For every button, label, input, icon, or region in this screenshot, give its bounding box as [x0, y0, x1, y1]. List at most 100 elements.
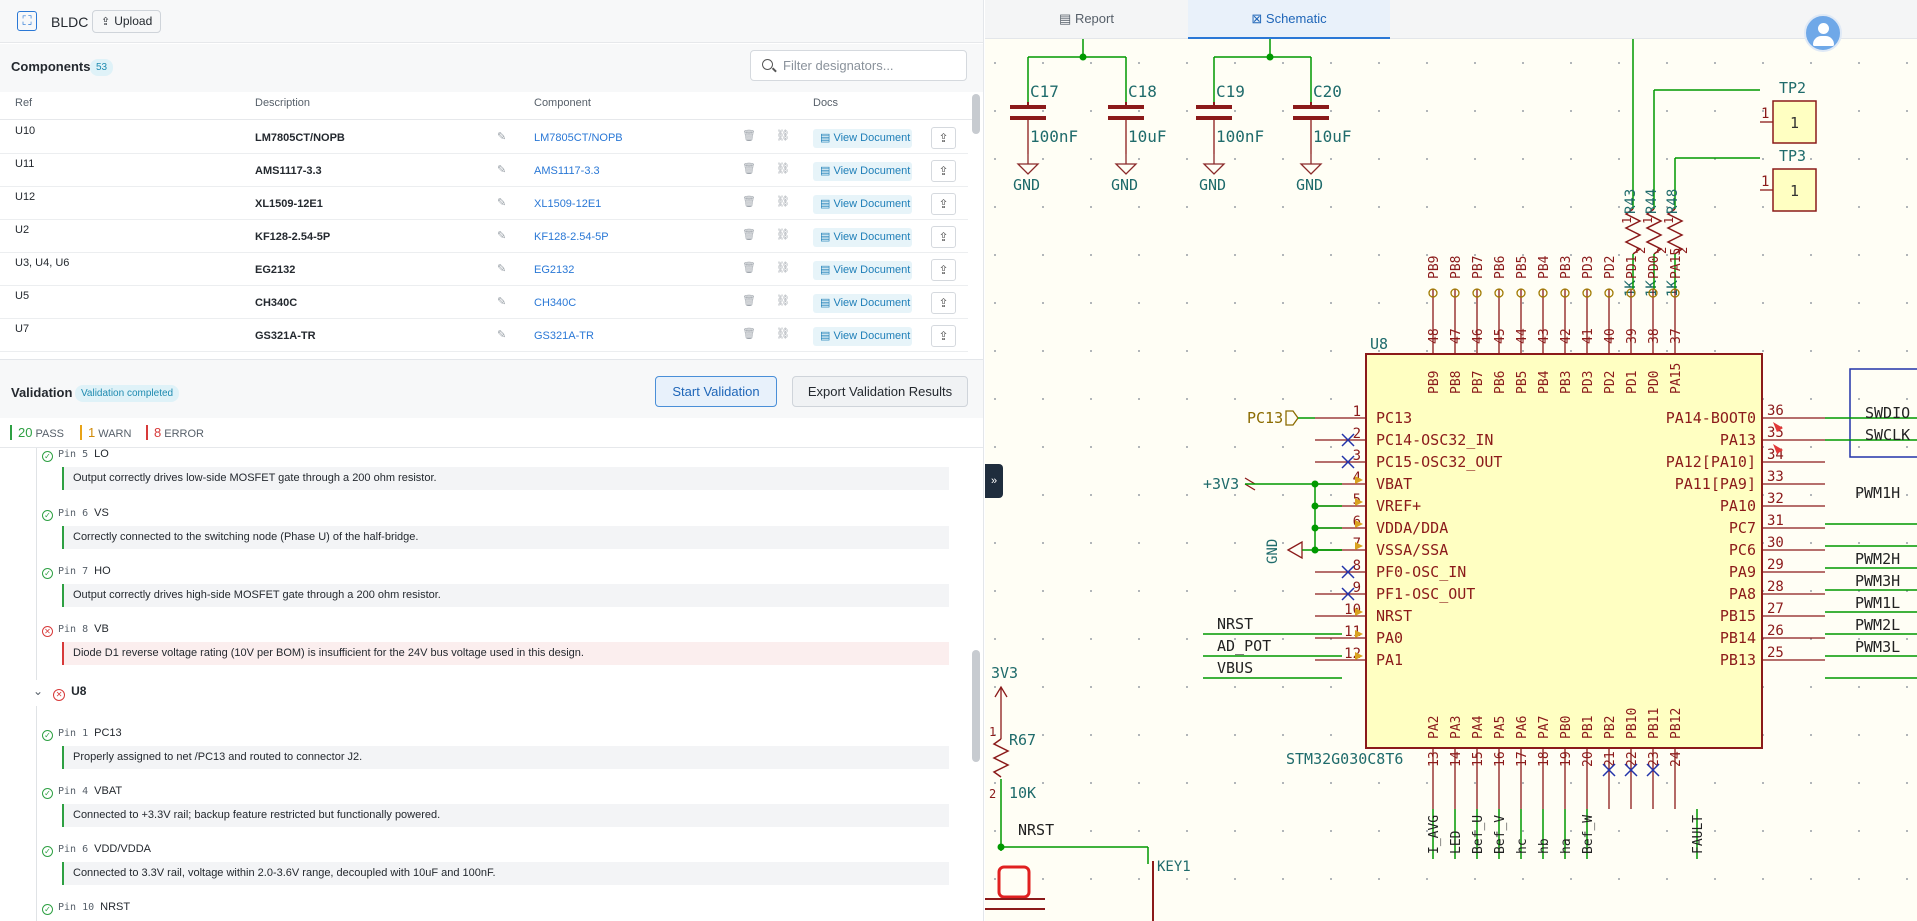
view-document-button[interactable]: ▤ View Document [813, 294, 912, 313]
pin-warning-marker [1355, 630, 1363, 638]
top-pin-inner: PB7 [1471, 371, 1486, 394]
project-name: BLDC [51, 14, 89, 30]
app-logo-icon[interactable]: ⛶ [17, 11, 37, 31]
pin-result-message: Diode D1 reverse voltage rating (10V per… [62, 642, 949, 665]
row-component-link[interactable]: LM7805CT/NOPB [534, 132, 623, 144]
trash-icon[interactable]: 🗑 [742, 163, 756, 175]
export-validation-results-button[interactable]: Export Validation Results [792, 376, 968, 407]
trash-icon[interactable]: 🗑 [742, 328, 756, 340]
left-pin-name: PF1-OSC_OUT [1376, 585, 1475, 603]
resistor-value: 10K [1009, 784, 1036, 802]
right-pin-name: PA10 [1720, 497, 1756, 515]
row-component-link[interactable]: CH340C [534, 297, 577, 309]
upload-doc-icon[interactable]: ⇪ [931, 325, 956, 347]
bottom-pin-name: PB11 [1647, 708, 1662, 739]
top-pin-inner: PD1 [1625, 371, 1640, 394]
edit-icon[interactable]: ✎ [497, 131, 507, 143]
upload-doc-icon[interactable]: ⇪ [931, 160, 956, 182]
start-validation-button[interactable]: Start Validation [655, 376, 777, 407]
upload-button[interactable]: ⇪Upload [92, 10, 162, 33]
validation-scrollbar[interactable] [972, 650, 980, 762]
bottom-pin-name: PA5 [1493, 716, 1508, 739]
row-component-link[interactable]: KF128-2.54-5P [534, 231, 609, 243]
view-document-button[interactable]: ▤ View Document [813, 327, 912, 346]
upload-doc-icon[interactable]: ⇪ [931, 292, 956, 314]
pin-result: ✓Pin 6 VDD/VDDA [42, 843, 151, 857]
edit-icon[interactable]: ✎ [497, 230, 507, 242]
tab-report[interactable]: ▤ Report [985, 0, 1188, 39]
pin-result: ✓Pin 10 NRST [42, 901, 130, 915]
group-u8[interactable]: ⌄✕U8 [33, 684, 86, 701]
link-icon[interactable]: ⛓ [776, 229, 790, 241]
tab-schematic[interactable]: ⊠ Schematic [1188, 0, 1390, 39]
link-icon[interactable]: ⛓ [776, 196, 790, 208]
row-component-link[interactable]: XL1509-12E1 [534, 198, 602, 210]
upload-doc-icon[interactable]: ⇪ [931, 193, 956, 215]
view-document-button[interactable]: ▤ View Document [813, 228, 912, 247]
bottom-net-label: hc [1515, 838, 1530, 854]
collapse-panel-button[interactable]: » [985, 464, 1003, 498]
link-icon[interactable]: ⛓ [776, 130, 790, 142]
pin-error-marker [1773, 422, 1783, 432]
view-document-button[interactable]: ▤ View Document [813, 261, 912, 280]
validation-status-badge: Validation completed [75, 385, 180, 402]
pin-result-message: Connected to +3.3V rail; backup feature … [62, 804, 949, 827]
error-highlight-icon [997, 865, 1031, 899]
link-icon[interactable]: ⛓ [776, 295, 790, 307]
net-label: AD_POT [1217, 637, 1271, 655]
link-icon[interactable]: ⛓ [776, 262, 790, 274]
edit-icon[interactable]: ✎ [497, 197, 507, 209]
row-description: LM7805CT/NOPB [255, 132, 345, 144]
gnd-label: GND [1199, 176, 1226, 194]
top-pin-num: 45 [1493, 328, 1508, 344]
edit-icon[interactable]: ✎ [497, 296, 507, 308]
resistor-ref: R48 [1665, 189, 1681, 214]
view-document-button[interactable]: ▤ View Document [813, 129, 912, 148]
user-avatar[interactable] [1804, 14, 1842, 52]
panel-divider[interactable] [0, 359, 983, 360]
row-component-link[interactable]: EG2132 [534, 264, 575, 276]
trash-icon[interactable]: 🗑 [742, 229, 756, 241]
trash-icon[interactable]: 🗑 [742, 130, 756, 142]
trash-icon[interactable]: 🗑 [742, 295, 756, 307]
top-pin-num: 47 [1449, 328, 1464, 344]
trash-icon[interactable]: 🗑 [742, 262, 756, 274]
upload-doc-icon[interactable]: ⇪ [931, 259, 956, 281]
row-ref: U10 [15, 125, 36, 137]
left-pin-name: VBAT [1376, 475, 1412, 493]
filter-designators-input[interactable]: Filter designators... [750, 50, 967, 81]
view-document-button[interactable]: ▤ View Document [813, 195, 912, 214]
error-icon: ✕ [53, 689, 66, 701]
trash-icon[interactable]: 🗑 [742, 196, 756, 208]
no-connect-mark [1341, 587, 1355, 601]
row-component-link[interactable]: GS321A-TR [534, 330, 594, 342]
view-document-button[interactable]: ▤ View Document [813, 162, 912, 181]
schematic-canvas[interactable]: C17100nFGNDC1810uFGNDC19100nFGNDC2010uFG… [985, 39, 1917, 921]
top-pin-num: 43 [1537, 328, 1552, 344]
top-pin-name: PD3 [1581, 256, 1596, 279]
bottom-pin-num: 13 [1427, 751, 1442, 767]
pin-name: VBAT [94, 785, 123, 797]
components-scrollbar[interactable] [972, 94, 980, 134]
upload-doc-icon[interactable]: ⇪ [931, 226, 956, 248]
edit-icon[interactable]: ✎ [497, 263, 507, 275]
rail-label: 3V3 [991, 664, 1018, 682]
link-icon[interactable]: ⛓ [776, 163, 790, 175]
left-pin-num: 1 [1353, 404, 1361, 420]
chevron-down-icon: ⌄ [33, 684, 44, 698]
row-component-link[interactable]: AMS1117-3.3 [534, 165, 600, 177]
edit-icon[interactable]: ✎ [497, 329, 507, 341]
link-icon[interactable]: ⛓ [776, 328, 790, 340]
upload-doc-icon[interactable]: ⇪ [931, 127, 956, 149]
edit-icon[interactable]: ✎ [497, 164, 507, 176]
